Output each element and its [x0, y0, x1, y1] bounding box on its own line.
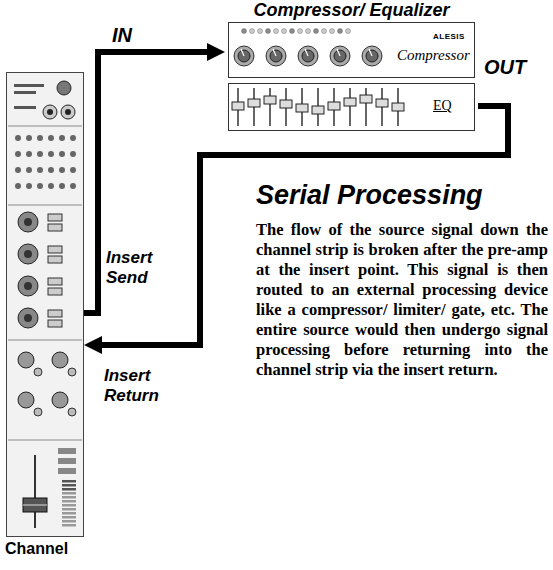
button [48, 135, 54, 141]
aux-knob [18, 212, 38, 232]
knob [234, 46, 254, 66]
button [70, 167, 76, 173]
meter-segment [62, 492, 76, 495]
aux-knob [18, 308, 38, 328]
eq-slider [344, 88, 356, 126]
compressor-face [228, 22, 475, 78]
led [314, 29, 319, 34]
button [59, 151, 65, 157]
eq-unit: EQ [228, 83, 475, 131]
eq-slider [376, 88, 388, 126]
button [48, 167, 54, 173]
led [298, 29, 303, 34]
mixer-channel-strip: Channel [6, 72, 84, 537]
button [59, 167, 65, 173]
eq-face [228, 83, 475, 131]
eq-slider [360, 88, 372, 126]
led [266, 29, 271, 34]
eq-slider [280, 88, 292, 126]
knob [266, 46, 286, 66]
meter-segment [62, 480, 76, 483]
eq-slider [248, 88, 260, 126]
eq-slider [312, 88, 324, 126]
button [48, 151, 54, 157]
port-label: OUT [484, 56, 526, 79]
eq-knob [52, 392, 68, 408]
button [15, 183, 21, 189]
button [26, 151, 32, 157]
meter-segment [62, 496, 76, 499]
port-label: IN [112, 24, 132, 47]
button [26, 183, 32, 189]
compressor-unit: ALESIS Compressor [228, 22, 475, 78]
meter-segment [62, 512, 76, 515]
unit-name: EQ [433, 98, 452, 114]
brand-name: ALESIS [433, 32, 465, 41]
button [15, 135, 21, 141]
button [37, 183, 43, 189]
button [26, 135, 32, 141]
knob [362, 46, 382, 66]
description-text: The flow of the source signal down the c… [256, 220, 548, 380]
knob [298, 46, 318, 66]
button [26, 167, 32, 173]
led [330, 29, 335, 34]
led [306, 29, 311, 34]
button [15, 167, 21, 173]
led [338, 29, 343, 34]
processor-group: Compressor/ EqualizerALESIS CompressorEQ [225, 0, 478, 133]
meter-segment [62, 484, 76, 487]
button [15, 151, 21, 157]
unit-name: Compressor [397, 47, 470, 64]
eq-knob [52, 352, 68, 368]
button [59, 135, 65, 141]
aux-knob [18, 244, 38, 264]
signal-arrow [84, 52, 207, 313]
led [282, 29, 287, 34]
led [322, 29, 327, 34]
channel-strip-art [6, 72, 84, 537]
meter-segment [62, 500, 76, 503]
eq-knob [18, 392, 34, 408]
eq-slider [392, 88, 404, 126]
meter-segment [62, 520, 76, 523]
channel-label: Channel [5, 540, 68, 558]
signal-label: Insert Send [106, 248, 170, 288]
button [70, 183, 76, 189]
button [70, 151, 76, 157]
led [258, 29, 263, 34]
button [37, 135, 43, 141]
eq-slider [232, 88, 244, 126]
meter-segment [62, 508, 76, 511]
heading: Serial Processing [256, 180, 483, 211]
led [346, 29, 351, 34]
button [37, 151, 43, 157]
led [274, 29, 279, 34]
button [48, 183, 54, 189]
meter-segment [62, 488, 76, 491]
meter-segment [62, 516, 76, 519]
eq-knob [18, 352, 34, 368]
signal-label: Insert Return [104, 366, 178, 406]
button [70, 135, 76, 141]
aux-knob [18, 276, 38, 296]
button [59, 183, 65, 189]
meter-segment [62, 504, 76, 507]
led [290, 29, 295, 34]
button [37, 167, 43, 173]
eq-slider [328, 88, 340, 126]
eq-slider [264, 88, 276, 126]
group-heading: Compressor/ Equalizer [225, 0, 478, 21]
knob [330, 46, 350, 66]
led [242, 29, 247, 34]
led [250, 29, 255, 34]
eq-slider [296, 88, 308, 126]
meter-segment [62, 524, 76, 527]
